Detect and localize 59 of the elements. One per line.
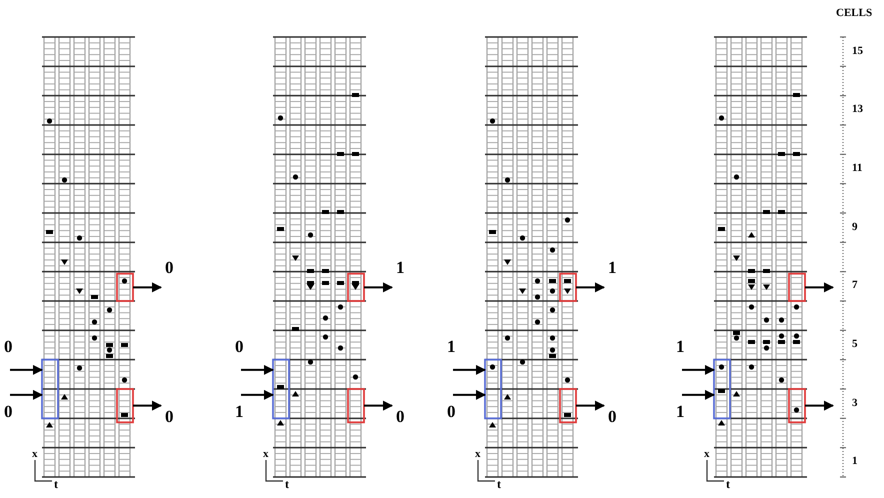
edge-label: 0	[447, 402, 456, 420]
edge-label: 1	[676, 402, 684, 420]
axis-label: x	[475, 449, 480, 460]
arrow	[133, 282, 162, 292]
edge-label: 1	[447, 338, 456, 355]
edge-label: 0	[4, 402, 12, 420]
edge-label: 1	[676, 338, 684, 355]
scale-number: 15	[852, 46, 863, 57]
arrow	[241, 390, 274, 400]
scale-number: 9	[852, 222, 858, 233]
arrow	[682, 364, 715, 375]
axis-label: x	[263, 449, 268, 460]
axis-label: x	[704, 449, 710, 460]
scale-number: 13	[852, 104, 863, 116]
output-window	[116, 272, 134, 302]
input-window	[713, 358, 731, 420]
output-window	[116, 388, 134, 424]
edge-label: 0	[165, 259, 174, 276]
output-window	[788, 272, 806, 302]
arrow	[364, 282, 393, 292]
input-window	[41, 358, 59, 420]
scale-number: 5	[852, 339, 858, 350]
scale-number: 1	[852, 456, 858, 468]
arrow	[10, 364, 43, 375]
edge-label: 0	[608, 408, 616, 425]
scale-number: 11	[852, 163, 862, 174]
edge-label: 0	[396, 408, 404, 425]
arrow	[453, 364, 486, 375]
scale-title: CELLS	[836, 8, 872, 19]
arrow	[682, 390, 715, 400]
output-window	[347, 272, 365, 302]
output-window	[347, 388, 365, 424]
arrow	[241, 364, 274, 375]
output-window	[559, 388, 577, 424]
axis-label: t	[726, 478, 730, 490]
arrow	[576, 400, 605, 411]
axis-label: t	[497, 478, 501, 490]
scale-number: 3	[852, 398, 858, 409]
input-window	[272, 358, 290, 420]
arrow	[805, 400, 834, 411]
axis-label: x	[32, 449, 38, 460]
input-window	[484, 358, 502, 420]
edge-label: 1	[235, 402, 244, 420]
axis-label: t	[54, 478, 58, 490]
output-window	[788, 388, 806, 424]
edge-label: 0	[165, 408, 174, 425]
arrow	[576, 282, 605, 292]
edge-label: 0	[235, 338, 244, 355]
arrow	[10, 390, 43, 400]
edge-label: 0	[4, 338, 12, 355]
scale-number: 7	[852, 280, 858, 292]
arrow	[453, 390, 486, 400]
edge-label: 1	[396, 259, 404, 276]
arrow	[364, 400, 393, 411]
output-window	[559, 272, 577, 302]
axis-label: t	[285, 478, 289, 490]
arrow	[805, 282, 834, 292]
arrow	[133, 400, 162, 411]
edge-label: 1	[608, 259, 616, 276]
